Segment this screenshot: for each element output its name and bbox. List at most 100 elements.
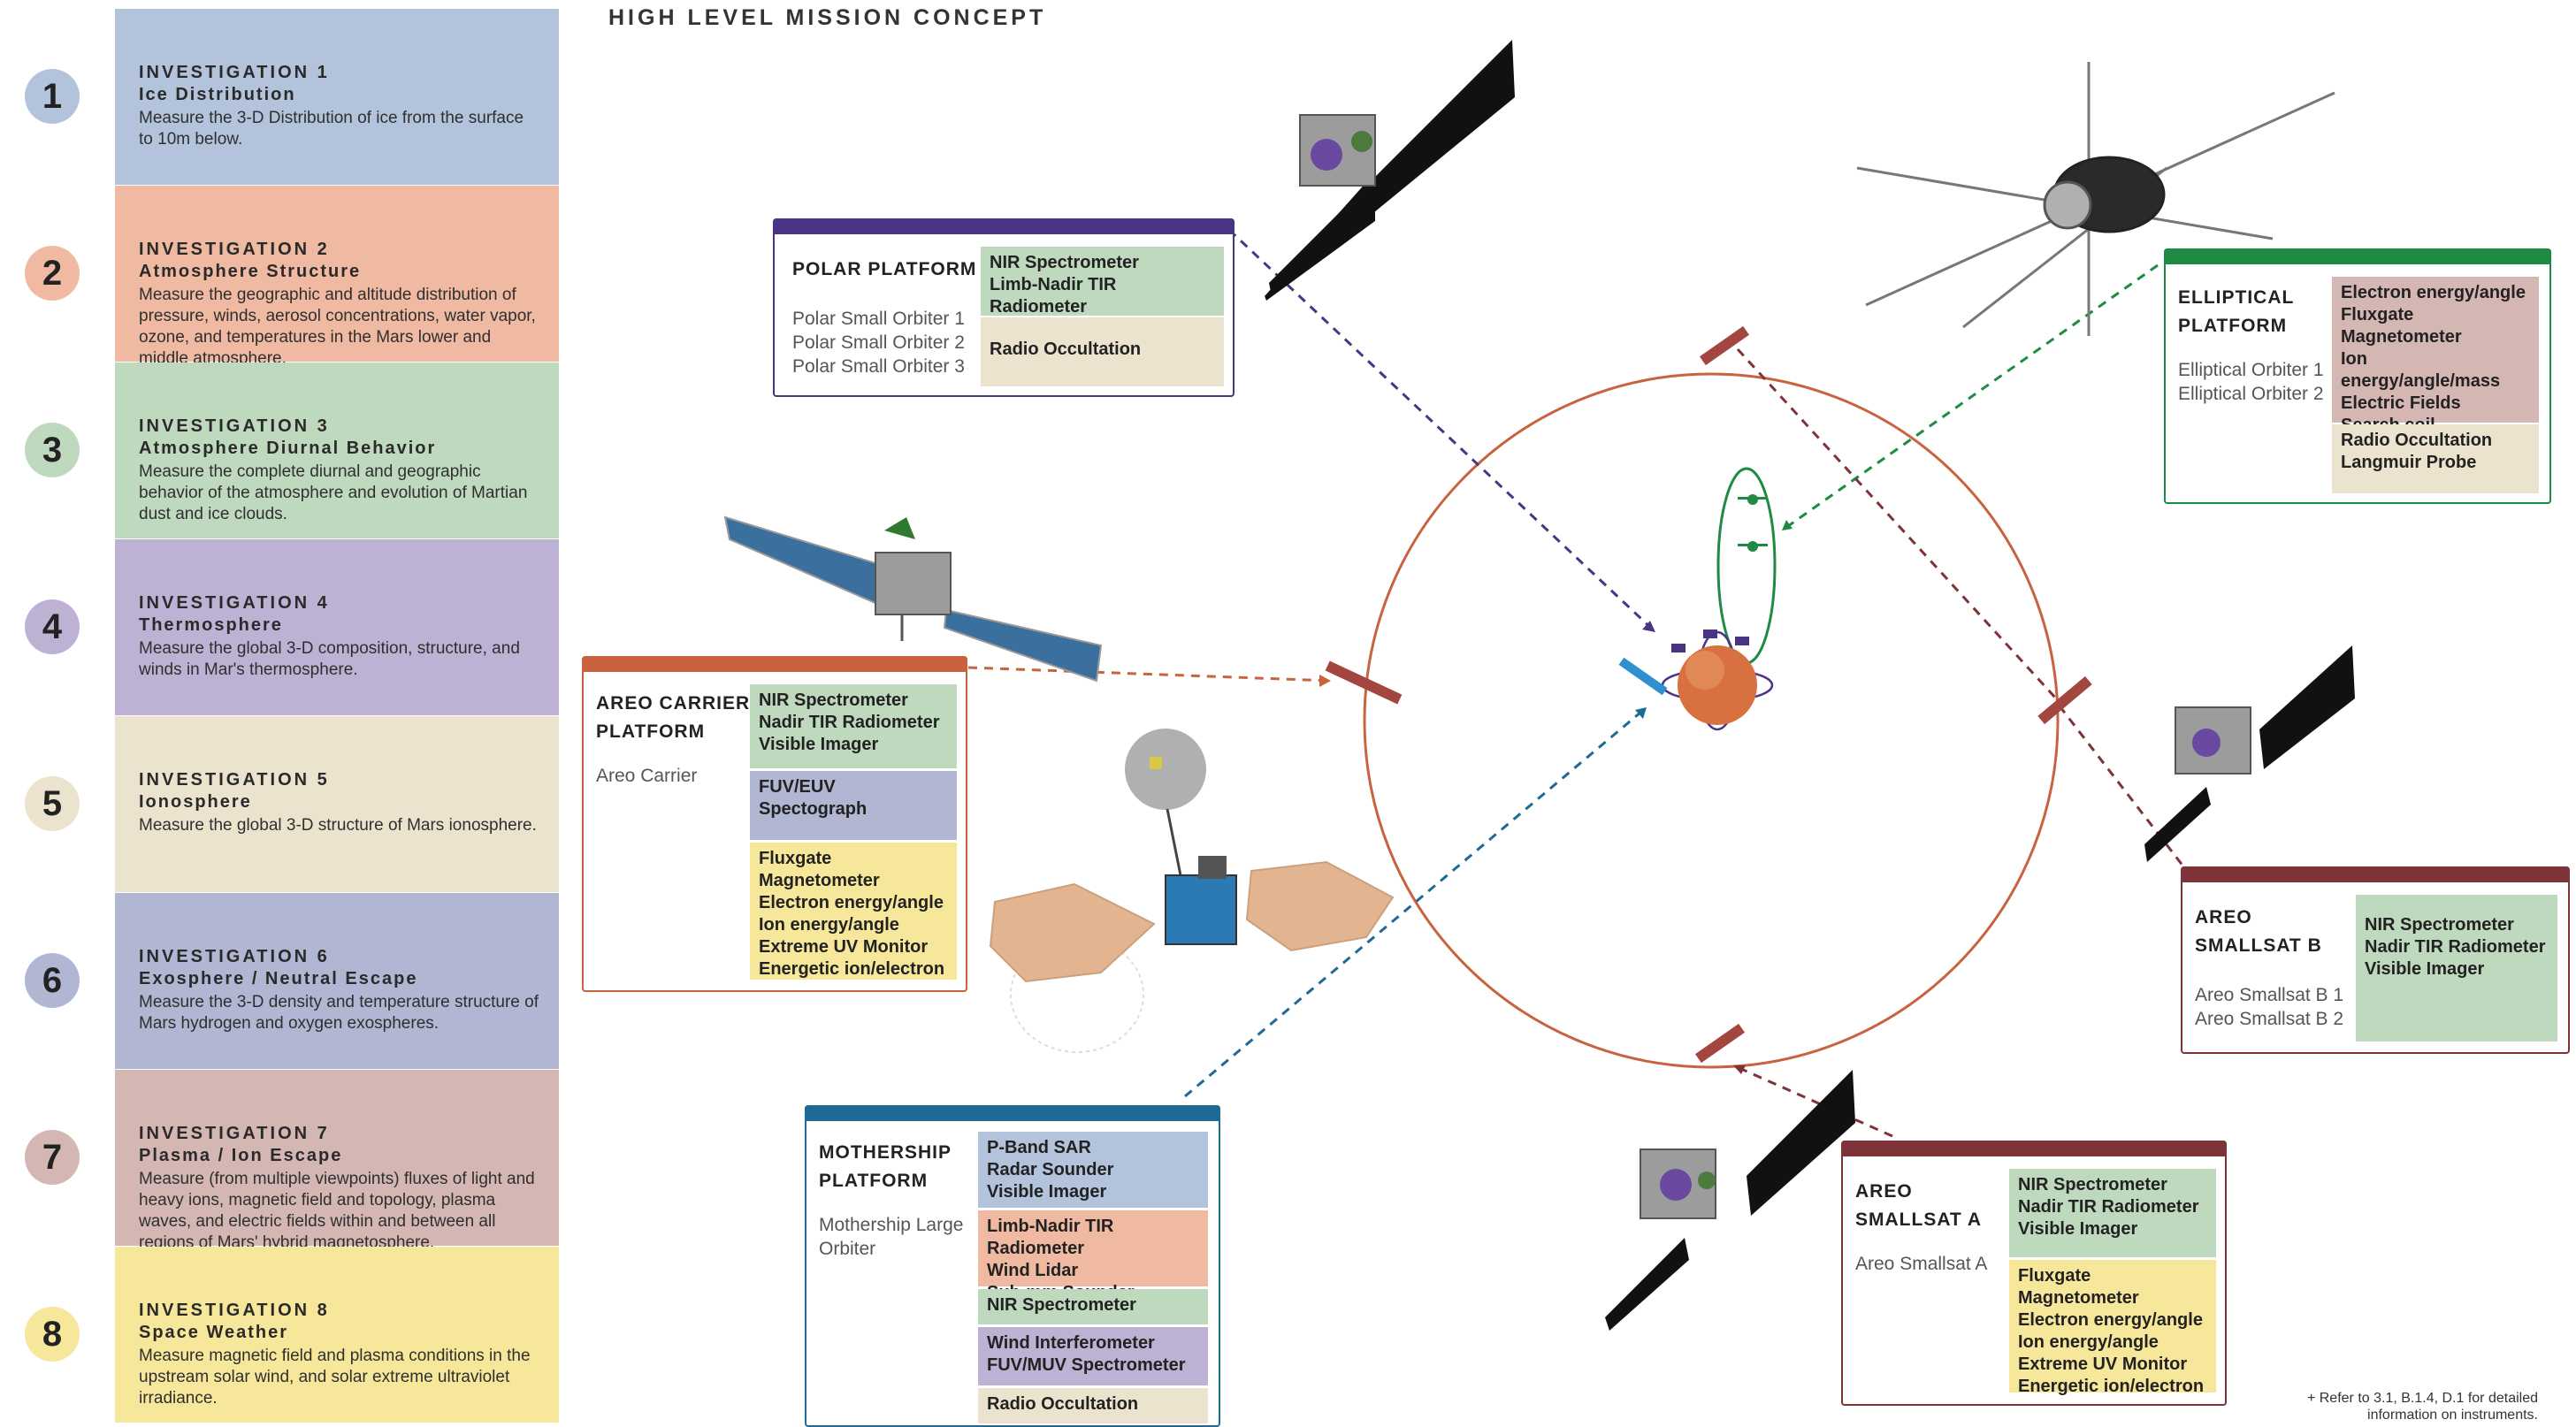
investigation-7-kicker: INVESTIGATION 7 <box>139 1124 330 1143</box>
areo-sat-right <box>2037 675 2092 725</box>
instruments-footnote: + Refer to 3.1, B.1.4, D.1 for detailed … <box>2306 1391 2538 1423</box>
mothership-instrument-group-5: Radio Occultation <box>978 1388 1208 1423</box>
investigation-1-description: Measure the 3-D Distribution of ice from… <box>139 109 524 149</box>
areo-a-arrowhead <box>1733 1065 1746 1074</box>
areo-smallsat-a-instrument-group-2: Fluxgate Magnetometer Electron energy/an… <box>2009 1260 2216 1396</box>
elliptical-orbiter-illustration <box>1856 62 2335 336</box>
elliptical-instrument-group-1: Electron energy/angle Fluxgate Magnetome… <box>2332 277 2539 457</box>
mothership-platform-members: Mothership Large Orbiter <box>819 1215 964 1259</box>
investigation-5-description: Measure the global 3-D structure of Mars… <box>139 816 537 835</box>
areo-carrier-platform-title: AREO CARRIER PLATFORM <box>596 693 751 742</box>
investigation-3-kicker: INVESTIGATION 3 <box>139 416 330 436</box>
mothership-platform-header-bar <box>805 1105 1220 1121</box>
areo-sat-top <box>1699 325 1750 366</box>
areo-sat-bottom <box>1694 1023 1746 1064</box>
investigation-1-kicker: INVESTIGATION 1 <box>139 63 330 82</box>
investigation-3-name: Atmosphere Diurnal Behavior <box>139 439 437 458</box>
investigation-4-panel: INVESTIGATION 4 Thermosphere Measure the… <box>115 539 559 715</box>
areo-smallsat-a-illustration <box>1605 1070 1855 1331</box>
areo-smallsat-a-header-bar <box>1841 1141 2227 1156</box>
investigation-3-description: Measure the complete diurnal and geograp… <box>139 462 528 523</box>
areostationary-orbit <box>1363 372 2060 1069</box>
areo-smallsat-b-members: Areo Smallsat B 1 Areo Smallsat B 2 <box>2195 985 2344 1029</box>
mothership-instrument-group-4: Wind Interferometer FUV/MUV Spectrometer <box>978 1327 1208 1385</box>
areo-carrier-platform-members: Areo Carrier <box>596 766 698 786</box>
investigation-2-number-badge: 2 <box>25 246 80 301</box>
investigation-3-number-badge: 3 <box>25 423 80 477</box>
polar-instrument-group-2: Radio Occultation <box>981 317 1224 386</box>
carrier-link-line <box>967 666 1332 683</box>
investigation-8-panel: INVESTIGATION 8 Space Weather Measure ma… <box>115 1247 559 1423</box>
investigation-4: 4 INVESTIGATION 4 Thermosphere Measure t… <box>0 539 566 716</box>
elliptical-platform-members: Elliptical Orbiter 1 Elliptical Orbiter … <box>2178 360 2324 404</box>
investigation-8-name: Space Weather <box>139 1323 289 1342</box>
investigation-2-kicker: INVESTIGATION 2 <box>139 240 330 259</box>
mothership-illustration <box>989 729 1395 1053</box>
investigation-3-panel: INVESTIGATION 3 Atmosphere Diurnal Behav… <box>115 362 559 538</box>
mothership-arrowhead <box>1635 707 1647 719</box>
investigation-6-kicker: INVESTIGATION 6 <box>139 947 330 966</box>
elliptical-platform-title: ELLIPTICAL PLATFORM <box>2178 287 2295 336</box>
areo-smallsat-a-title: AREO SMALLSAT A <box>1855 1181 1982 1230</box>
page-title: HIGH LEVEL MISSION CONCEPT <box>608 5 1047 30</box>
areo-carrier-platform-card: AREO CARRIER PLATFORM Areo Carrier NIR S… <box>582 656 967 992</box>
elliptical-arrowhead <box>1782 520 1792 530</box>
investigation-6: 6 INVESTIGATION 6 Exosphere / Neutral Es… <box>0 893 566 1070</box>
areo-smallsat-a-card: AREO SMALLSAT A Areo Smallsat A NIR Spec… <box>1841 1141 2227 1406</box>
polar-arrowhead <box>1642 621 1655 632</box>
investigation-6-panel: INVESTIGATION 6 Exosphere / Neutral Esca… <box>115 893 559 1069</box>
investigation-7-panel: INVESTIGATION 7 Plasma / Ion Escape Meas… <box>115 1070 559 1252</box>
mothership-platform-card: MOTHERSHIP PLATFORM Mothership Large Orb… <box>805 1105 1220 1427</box>
polar-smallsat-illustration <box>1265 40 1515 301</box>
areo-smallsat-b-illustration <box>2144 645 2355 862</box>
investigation-3: 3 INVESTIGATION 3 Atmosphere Diurnal Beh… <box>0 362 566 539</box>
investigation-5-number-badge: 5 <box>25 776 80 831</box>
areo-carrier-illustration <box>723 515 1103 683</box>
investigation-8-number-badge: 8 <box>25 1307 80 1362</box>
investigation-2-name: Atmosphere Structure <box>139 262 362 281</box>
investigation-4-kicker: INVESTIGATION 4 <box>139 593 330 613</box>
elliptical-platform-card: ELLIPTICAL PLATFORM Elliptical Orbiter 1… <box>2164 248 2551 504</box>
mothership-platform-title: MOTHERSHIP PLATFORM <box>819 1142 952 1191</box>
investigation-1-name: Ice Distribution <box>139 85 296 104</box>
areo-smallsat-b-instrument-group-1: NIR Spectrometer Nadir TIR Radiometer Vi… <box>2356 895 2557 1042</box>
polar-mini-sats <box>1671 630 1749 652</box>
mothership-instrument-group-3: NIR Spectrometer <box>978 1289 1208 1324</box>
polar-platform-header-bar <box>773 218 1234 234</box>
areo-carrier-instrument-group-3: Fluxgate Magnetometer Electron energy/an… <box>750 843 957 980</box>
elliptical-link-line <box>1781 263 2159 532</box>
investigation-1-panel: INVESTIGATION 1 Ice Distribution Measure… <box>115 9 559 185</box>
investigation-2: 2 INVESTIGATION 2 Atmosphere Structure M… <box>0 186 566 368</box>
investigation-6-name: Exosphere / Neutral Escape <box>139 969 418 988</box>
investigation-6-description: Measure the 3-D density and temperature … <box>139 993 539 1033</box>
areo-smallsat-a-members: Areo Smallsat A <box>1855 1254 1988 1274</box>
investigation-4-number-badge: 4 <box>25 599 80 654</box>
elliptical-mini-sats <box>1738 494 1768 552</box>
investigation-8-kicker: INVESTIGATION 8 <box>139 1301 330 1320</box>
investigation-1-number-badge: 1 <box>25 69 80 124</box>
investigation-6-number-badge: 6 <box>25 953 80 1008</box>
areo-smallsat-b-card: AREO SMALLSAT B Areo Smallsat B 1 Areo S… <box>2181 866 2570 1054</box>
investigation-5-kicker: INVESTIGATION 5 <box>139 770 330 790</box>
investigation-7: 7 INVESTIGATION 7 Plasma / Ion Escape Me… <box>0 1070 566 1252</box>
elliptical-instrument-group-2: Radio Occultation Langmuir Probe <box>2332 424 2539 493</box>
mothership-link-line <box>1184 706 1647 1098</box>
investigation-7-name: Plasma / Ion Escape <box>139 1146 343 1165</box>
areo-a-link-line <box>1732 1064 1893 1138</box>
investigation-5-name: Ionosphere <box>139 792 252 812</box>
investigation-7-number-badge: 7 <box>25 1130 80 1185</box>
polar-instrument-group-1: NIR Spectrometer Limb-Nadir TIR Radiomet… <box>981 247 1224 317</box>
elliptical-platform-header-bar <box>2164 248 2551 264</box>
areo-carrier-instrument-group-2: FUV/EUV Spectograph <box>750 771 957 840</box>
polar-link-line <box>1227 228 1657 634</box>
polar-platform-title: POLAR PLATFORM <box>792 259 977 279</box>
investigation-4-name: Thermosphere <box>139 615 283 635</box>
investigation-8: 8 INVESTIGATION 8 Space Weather Measure … <box>0 1247 566 1423</box>
areo-smallsat-b-title: AREO SMALLSAT B <box>2195 907 2322 956</box>
areo-carrier-instrument-group-1: NIR Spectrometer Nadir TIR Radiometer Vi… <box>750 684 957 768</box>
investigation-2-description: Measure the geographic and altitude dist… <box>139 286 536 368</box>
investigation-7-description: Measure (from multiple viewpoints) fluxe… <box>139 1170 535 1252</box>
mothership-mini-icon <box>1618 657 1668 696</box>
areo-smallsat-a-instrument-group-1: NIR Spectrometer Nadir TIR Radiometer Vi… <box>2009 1169 2216 1257</box>
investigation-5: 5 INVESTIGATION 5 Ionosphere Measure the… <box>0 716 566 893</box>
